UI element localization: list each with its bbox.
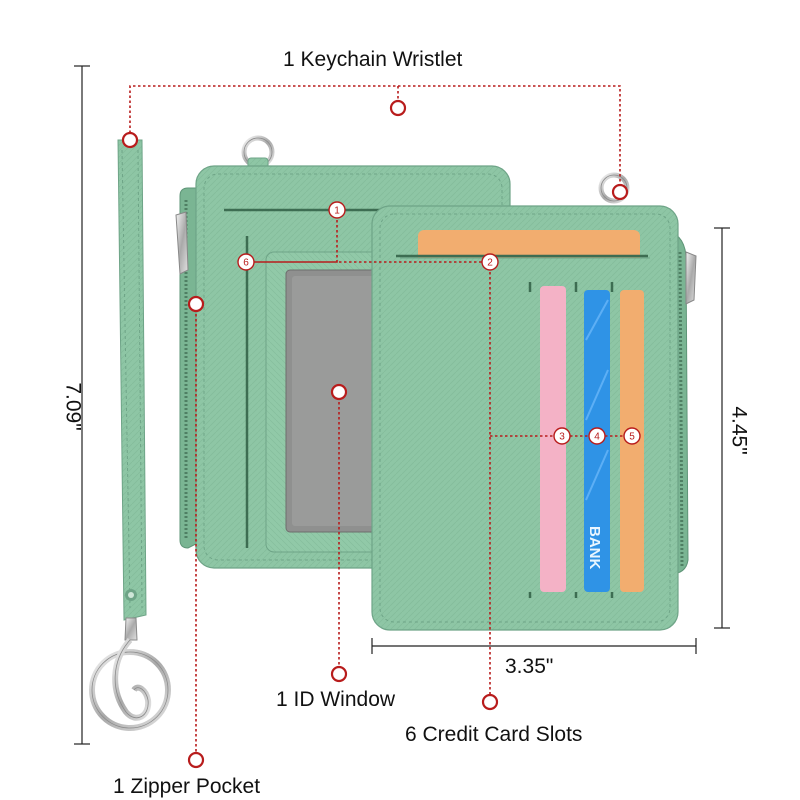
- width-dimension: 3.35": [505, 655, 554, 678]
- id-window-label: 1 ID Window: [276, 688, 396, 711]
- marker-dot-icon: [187, 295, 205, 313]
- card-bank-text: BANK: [586, 526, 603, 569]
- zipper-pocket-label: 1 Zipper Pocket: [113, 775, 261, 798]
- marker-5: 5: [629, 432, 635, 443]
- zipper-pull-icon: [175, 211, 189, 275]
- dimension-lines: [74, 65, 730, 745]
- total-height-dimension: 7.09": [61, 382, 85, 431]
- marker-4: 4: [594, 432, 600, 443]
- marker-1: 1: [334, 206, 340, 217]
- card-slots-label: 6 Credit Card Slots: [405, 723, 583, 746]
- marker-dot-icon: [389, 99, 407, 117]
- marker-6: 6: [243, 258, 249, 269]
- marker-dot-icon: [187, 751, 205, 769]
- marker-dot-icon: [330, 665, 348, 683]
- marker-dot-icon: [481, 693, 499, 711]
- marker-3: 3: [559, 432, 565, 443]
- card-pink: [540, 286, 566, 592]
- wallet-front-panel: BANK: [371, 172, 697, 631]
- card-height-dimension: 4.45": [727, 406, 751, 455]
- annotation-markers: 1 2 3 4 5 6: [121, 99, 641, 769]
- keychain-wristlet: [89, 139, 171, 731]
- wristlet-label: 1 Keychain Wristlet: [283, 48, 463, 71]
- marker-dot-icon: [121, 131, 139, 149]
- marker-dot-icon: [330, 383, 348, 401]
- marker-2: 2: [487, 258, 493, 269]
- marker-dot-icon: [611, 183, 629, 201]
- zipper-pull-icon: [685, 251, 697, 305]
